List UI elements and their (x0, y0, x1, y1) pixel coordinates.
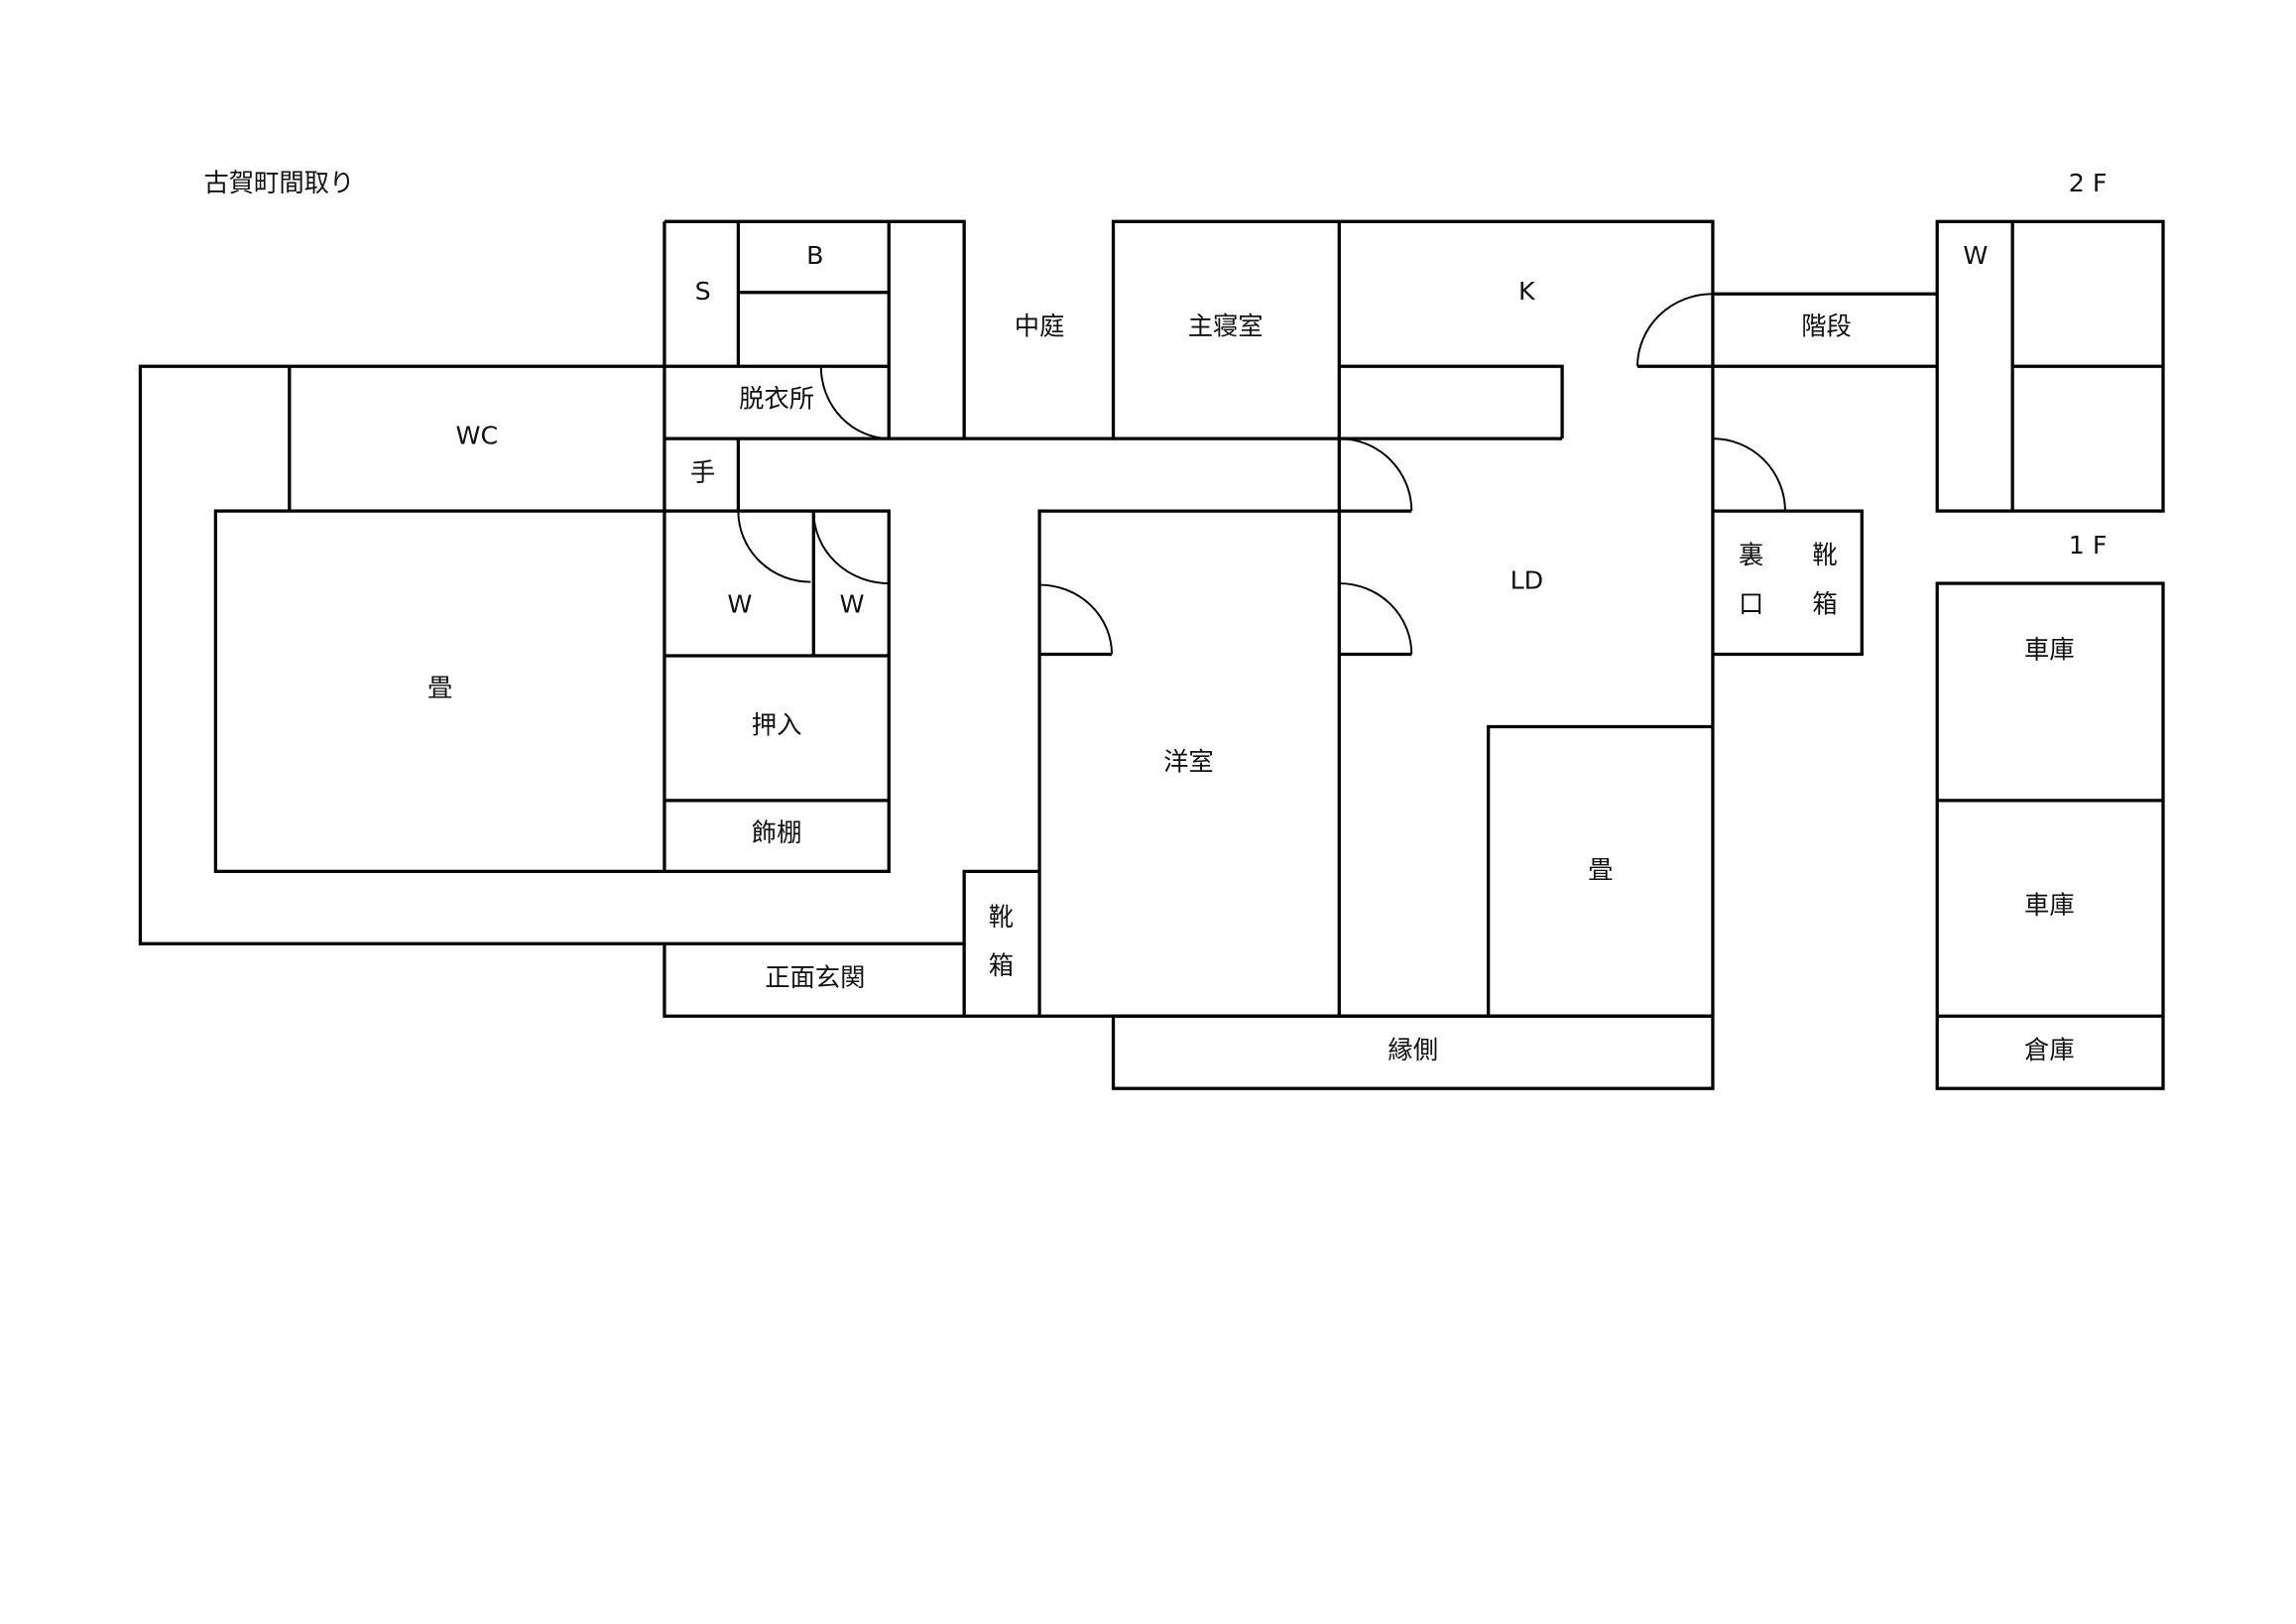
wall (1712, 509, 1864, 657)
room-label: K (1518, 277, 1536, 306)
room-label: 主寝室 (1188, 312, 1264, 340)
room-label: 正面玄関 (765, 963, 865, 992)
labels: 古賀町間取り 2 F 1 F S B 脱衣所 WC 手 W W 畳 押入 飾棚 … (203, 169, 2107, 1064)
wall (1487, 724, 1713, 1017)
room-label: 飾棚 (752, 818, 802, 847)
room-label: 箱 (989, 951, 1014, 980)
room-label: 脱衣所 (739, 384, 814, 413)
wall (1111, 219, 1715, 1017)
tatami-room-wall (213, 509, 891, 873)
wall (962, 869, 1040, 1017)
wall (664, 219, 966, 439)
room-label: 口 (1739, 589, 1763, 618)
room-label: 箱 (1812, 589, 1837, 618)
door-swing-icon (1636, 293, 1713, 367)
room-label: 車庫 (2024, 891, 2075, 920)
door-swing-icon (819, 366, 891, 440)
walls (138, 219, 2165, 1090)
room-label: 畳 (427, 674, 452, 702)
floor-label-1f: 1 F (2069, 531, 2108, 560)
door-swing-icon (1339, 437, 1413, 512)
door-swing-icon (1339, 582, 1413, 655)
room-label: 押入 (752, 710, 802, 739)
room-label: 靴 (1812, 541, 1837, 569)
room-label: W (1963, 241, 1988, 270)
room-label: W (727, 589, 752, 618)
room-label: 裏 (1739, 541, 1763, 569)
room-label: 手 (690, 458, 715, 487)
room-label: S (695, 277, 711, 306)
wall (1037, 509, 1412, 1017)
first-floor-wall (1935, 581, 2165, 1090)
outer-wall-left (138, 364, 965, 945)
door-swing-icon (1712, 437, 1786, 512)
room-label: 倉庫 (2024, 1036, 2075, 1064)
door-swing-icon (1039, 583, 1113, 655)
room-label: 畳 (1588, 855, 1613, 884)
wall (1339, 364, 1564, 439)
door-swing-icon (737, 511, 811, 583)
room-label: 洋室 (1163, 748, 1214, 777)
room-label: 縁側 (1388, 1036, 1438, 1064)
room-label: 階段 (1801, 312, 1852, 340)
door-swing-icon (812, 511, 890, 585)
plan-title: 古賀町間取り (203, 169, 354, 197)
room-label: W (840, 589, 865, 618)
stairs-wall (1637, 292, 1938, 368)
wall (663, 943, 1713, 1018)
room-label: 中庭 (1015, 312, 1065, 340)
doors (737, 293, 1786, 655)
floor-label-2f: 2 F (2069, 169, 2108, 197)
second-floor-wall (1935, 219, 2165, 513)
room-label: B (806, 241, 823, 270)
room-label: 靴 (989, 903, 1014, 932)
room-label: LD (1511, 566, 1544, 595)
room-label: 車庫 (2024, 636, 2075, 665)
room-label: WC (456, 422, 499, 450)
